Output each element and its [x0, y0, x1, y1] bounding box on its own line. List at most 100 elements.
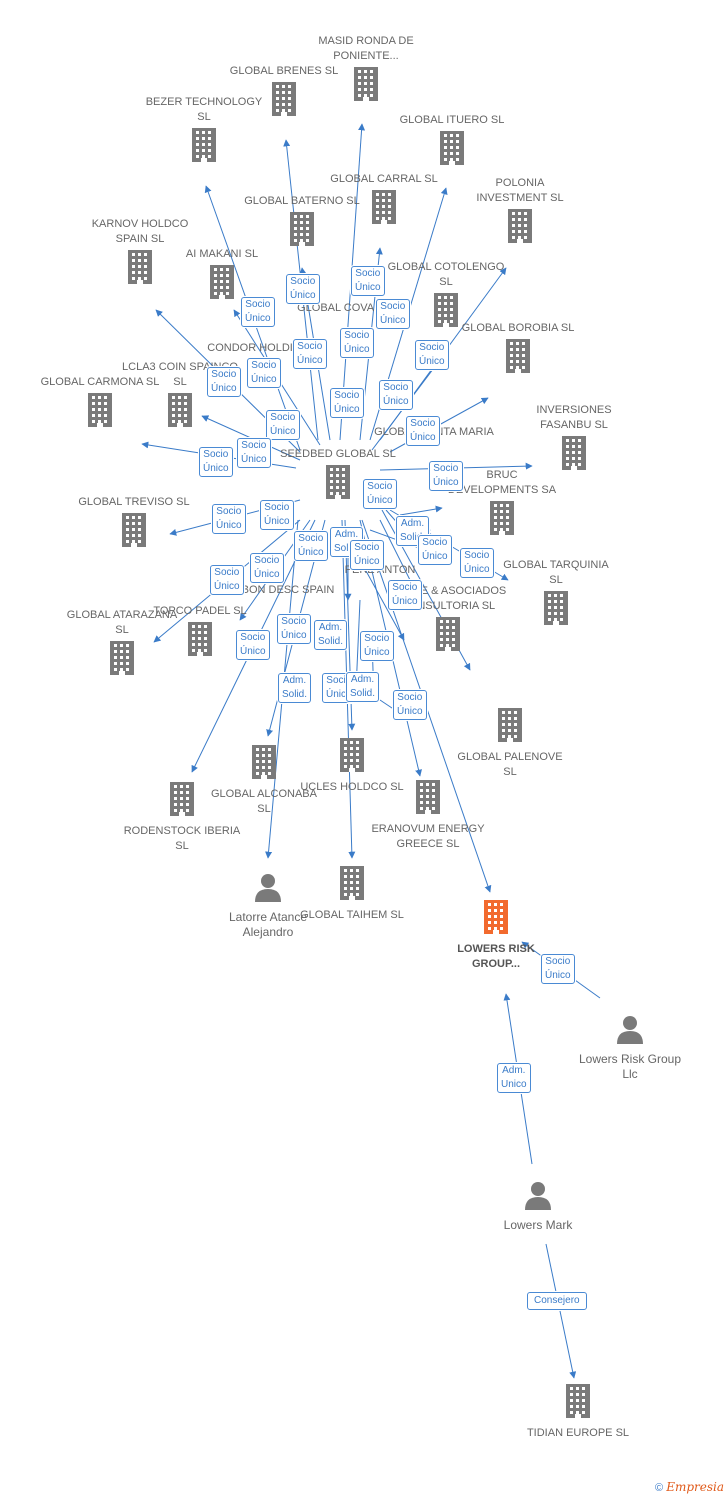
node-karnov[interactable]: KARNOV HOLDCO SPAIN SL [80, 217, 200, 289]
node-global-carmona[interactable]: GLOBAL CARMONA SL [40, 375, 160, 432]
badge-line-1: Socio [281, 616, 307, 627]
node-global-alconaba[interactable]: GLOBAL ALCONABA SL [204, 745, 324, 817]
badge-line-2: Único [422, 551, 448, 562]
badge-line-2: Solid. [318, 636, 344, 647]
badge-line-2: Único [297, 355, 323, 366]
adm-unico-badge[interactable]: Adm.Unico [497, 1063, 531, 1093]
badge-line-1: Socio [254, 555, 280, 566]
building-icon [496, 591, 616, 630]
footer-brand[interactable]: © Empresia [655, 1480, 724, 1494]
node-global-palenove[interactable]: GLOBAL PALENOVE SL [450, 708, 570, 780]
empresia-logo: Empresia [666, 1480, 724, 1494]
building-icon [436, 900, 556, 939]
badge-line-1: Socio [380, 301, 406, 312]
building-icon [450, 708, 570, 747]
node-partial-1[interactable]: CONDOR HOLDINGS [202, 338, 322, 356]
node-label: GLOBAL COTOLENGO SL [387, 261, 505, 288]
badge-line-1: Socio [290, 276, 316, 287]
copyright-symbol: © [655, 1482, 664, 1494]
node-ucles[interactable]: UCLES HOLDCO SL [292, 738, 412, 795]
consejero-badge[interactable]: Consejero [527, 1292, 587, 1310]
node-global-borobia[interactable]: GLOBAL BOROBIA SL [458, 321, 578, 378]
node-polonia[interactable]: POLONIA INVESTMENT SL [460, 176, 580, 248]
badge-line-2: Único [334, 404, 360, 415]
node-global-treviso[interactable]: GLOBAL TREVISO SL [74, 495, 194, 552]
node-ai-makani[interactable]: AI MAKANI SL [162, 247, 282, 304]
node-lowers-risk-group[interactable]: LOWERS RISK GROUP... [436, 900, 556, 972]
node-lowers-mark[interactable]: Lowers Mark [478, 1180, 598, 1233]
building-icon [162, 265, 282, 304]
building-icon [518, 1384, 638, 1423]
badge-line-2: Solid. [282, 689, 308, 700]
node-global-atarazana[interactable]: GLOBAL ATARAZANA SL [62, 608, 182, 680]
node-seedbed[interactable]: SEEDBED GLOBAL SL [278, 447, 398, 504]
node-inversiones-fasanbu[interactable]: INVERSIONES FASANBU SL [514, 403, 634, 475]
node-global-taihem[interactable]: GLOBAL TAIHEM SL [292, 866, 412, 923]
node-masid[interactable]: MASID RONDA DE PONIENTE... [306, 34, 426, 106]
badge-line-2: Único [355, 282, 381, 293]
node-global-tarquinia[interactable]: GLOBAL TARQUINIA SL [496, 558, 616, 630]
badge-line-2: Unico [501, 1079, 527, 1090]
node-bruc[interactable]: BRUC DEVELOPMENTS SA [442, 468, 562, 540]
node-global-cotolengo[interactable]: GLOBAL COTOLENGO SL [386, 260, 506, 332]
node-eranovum[interactable]: ERANOVUM ENERGY GREECE SL [368, 780, 488, 852]
node-global-ituero[interactable]: GLOBAL ITUERO SL [392, 113, 512, 170]
badge-line-1: Socio [364, 633, 390, 644]
badge-line-2: Único [270, 426, 296, 437]
badge-line-1: Adm. [318, 622, 343, 633]
badge-line-1: Socio [241, 440, 267, 451]
node-latorre[interactable]: Latorre Atance Alejandro [208, 872, 328, 940]
node-label: BEZER TECHNOLOGY SL [145, 96, 263, 123]
node-global-brenes[interactable]: GLOBAL BRENES SL [224, 64, 344, 121]
node-global-baterno[interactable]: GLOBAL BATERNO SL [242, 194, 362, 251]
badge-line-2: Único [298, 547, 324, 558]
badge-line-2: Único [264, 516, 290, 527]
node-global-carral[interactable]: GLOBAL CARRAL SL [324, 172, 444, 229]
node-tidian[interactable]: TIDIAN EUROPE SL [518, 1384, 638, 1441]
badge-line-1: Socio [264, 502, 290, 513]
badge-line-2: Único [344, 344, 370, 355]
node-rodenstock[interactable]: RODENSTOCK IBERIA SL [122, 782, 242, 854]
badge-line-1: Socio [203, 449, 229, 460]
node-bezer[interactable]: BEZER TECHNOLOGY SL [144, 95, 264, 167]
adm-solid-badge[interactable]: Adm. Solid. [314, 620, 348, 650]
node-label: GLOBAL ALCONABA SL [211, 788, 317, 815]
node-lowers-risk-llc[interactable]: Lowers Risk Group Llc [570, 1014, 690, 1082]
adm-solid-badge[interactable]: Adm.Solid. [278, 673, 312, 703]
adm-solid-badge[interactable]: Adm.Solid. [346, 672, 380, 702]
node-topco-padel[interactable]: TOPCO PADEL SL [140, 604, 260, 661]
node-partial-4[interactable]: BON DESC SPAIN [228, 580, 348, 598]
adm-solid-badge[interactable]: Adm.Solid. [396, 516, 430, 546]
